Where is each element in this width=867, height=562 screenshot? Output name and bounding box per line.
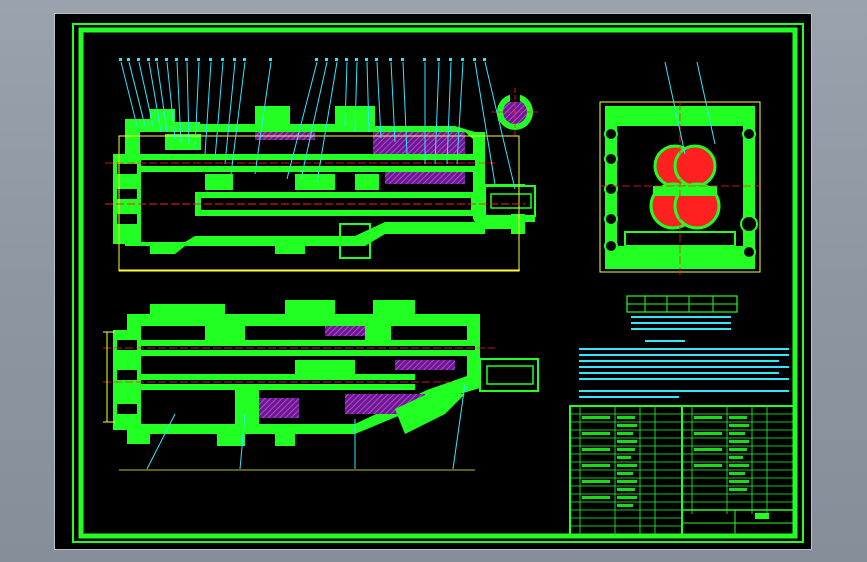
technical-notes xyxy=(579,316,789,398)
lower-section-view xyxy=(103,300,539,471)
outer-frame xyxy=(72,23,804,543)
bill-of-materials xyxy=(569,405,796,537)
section-detail-keyway xyxy=(491,88,539,136)
upper-output-end xyxy=(484,185,536,217)
upper-leader-lines xyxy=(120,61,516,190)
parameter-table xyxy=(626,295,738,313)
upper-support xyxy=(339,223,371,259)
upper-section-view xyxy=(105,58,539,272)
side-view xyxy=(599,61,761,276)
cad-viewport[interactable] xyxy=(54,13,812,550)
inner-frame xyxy=(78,27,798,539)
upper-hatch-1 xyxy=(373,132,465,154)
engineering-drawing xyxy=(72,23,804,543)
upper-hatch-2 xyxy=(385,172,465,184)
